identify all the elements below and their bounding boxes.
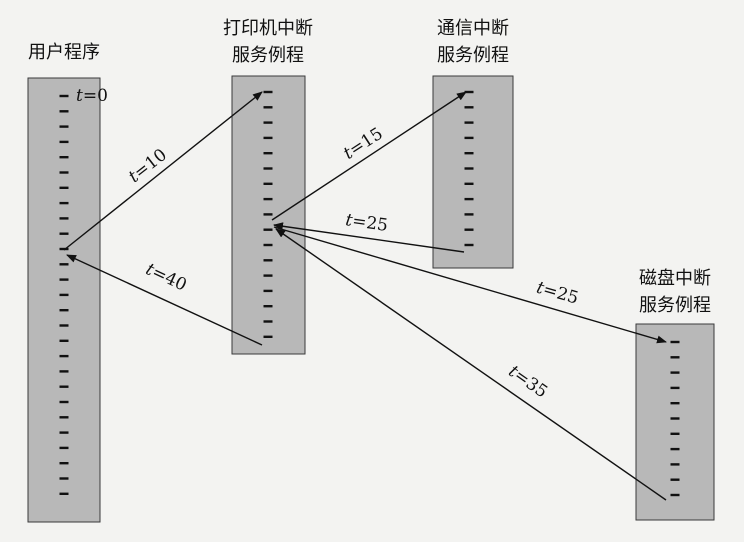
start-time-label: t=0 [76,86,108,106]
user-program-bar [27,77,101,523]
comm-routine-bar [432,75,514,269]
arrow-t25a [273,222,465,253]
printer-routine-ticks [263,90,273,338]
arrow-t40 [66,254,263,346]
comm-title-line1: 通信中断 [437,18,509,39]
label-t40: t=40 [143,259,190,295]
printer-title-line2: 服务例程 [232,45,304,66]
label-t10: t=10 [125,145,171,187]
arrow-t25b [273,226,667,344]
disk-routine-ticks [670,340,680,497]
user-program-title: 用户程序 [28,42,100,63]
disk-title-line2: 服务例程 [639,295,711,316]
label-t35: t=35 [505,361,551,402]
user-program-ticks [59,94,69,495]
arrow-t15 [271,91,467,221]
label-t25a: t=25 [344,210,389,236]
arrow-t35 [275,228,667,501]
comm-routine-ticks [464,90,474,247]
disk-routine-bar [635,323,715,521]
label-t15: t=15 [340,124,387,164]
label-t25b: t=25 [534,278,581,309]
arrow-t10 [63,91,263,251]
comm-title-line2: 服务例程 [437,45,509,66]
disk-title-line1: 磁盘中断 [639,268,711,289]
printer-title-line1: 打印机中断 [223,18,313,39]
